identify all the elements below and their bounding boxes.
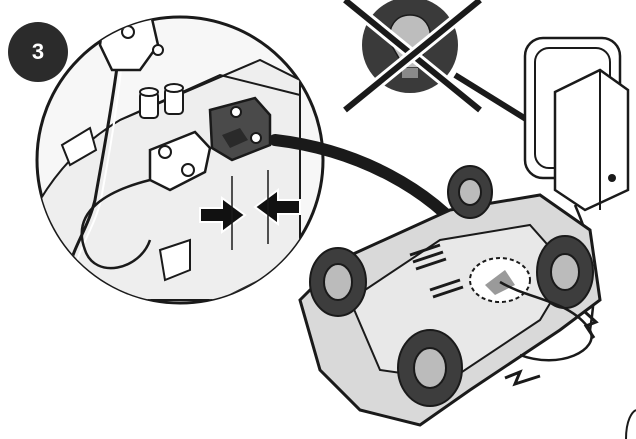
robot-wheel	[398, 330, 462, 406]
pool-robot-underside	[300, 166, 600, 425]
robot-wheel	[310, 248, 366, 316]
magnified-connector-detail	[37, 10, 323, 303]
robot-wheel	[448, 166, 492, 218]
robot-wheel	[537, 236, 593, 308]
